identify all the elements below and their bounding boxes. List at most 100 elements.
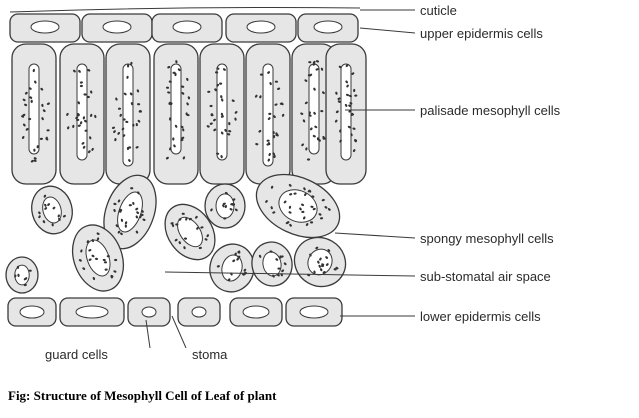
chloroplast: [82, 267, 86, 270]
chloroplast: [187, 96, 191, 100]
chloroplast: [334, 119, 338, 123]
upper-epidermis-cell: [151, 13, 223, 43]
chloroplast: [79, 84, 83, 88]
chloroplast: [132, 201, 135, 206]
chloroplast: [319, 217, 324, 220]
chloroplast: [92, 276, 96, 281]
chloroplast: [91, 147, 94, 151]
chloroplast: [135, 123, 138, 127]
chloroplast: [274, 80, 278, 83]
spongy-mesophyll-layer: [5, 173, 347, 294]
chloroplast: [122, 134, 126, 138]
chloroplast: [224, 191, 228, 195]
chloroplast: [40, 87, 44, 91]
chloroplast: [38, 215, 41, 219]
chloroplast: [183, 246, 186, 250]
chloroplast: [344, 103, 348, 107]
chloroplast: [196, 226, 199, 230]
spongy-cell: [103, 174, 157, 250]
chloroplast: [45, 137, 49, 141]
chloroplast: [216, 152, 220, 155]
chloroplast: [142, 218, 146, 221]
chloroplast: [41, 103, 44, 107]
chloroplast: [273, 115, 276, 119]
chloroplast: [318, 213, 322, 216]
chloroplast: [185, 217, 188, 221]
chloroplast: [44, 207, 48, 210]
chloroplast: [135, 215, 139, 219]
chloroplast: [351, 72, 355, 75]
chloroplast: [348, 110, 352, 113]
chloroplast: [44, 203, 47, 207]
chloroplast: [268, 152, 271, 157]
upper-epidermis-cell: [81, 13, 153, 43]
chloroplast: [90, 113, 93, 117]
chloroplast: [229, 208, 233, 211]
chloroplast: [77, 101, 80, 105]
chloroplast: [125, 120, 129, 124]
chloroplast: [24, 91, 28, 95]
chloroplast: [272, 131, 275, 135]
chloroplast: [219, 82, 223, 85]
chloroplast: [299, 207, 302, 211]
chloroplast: [96, 232, 100, 235]
spongy-cell: [251, 241, 293, 287]
chloroplast: [234, 111, 238, 114]
chloroplast: [113, 202, 117, 206]
cuticle: [9, 7, 361, 13]
spongy-cell: [71, 224, 125, 292]
chloroplast: [337, 100, 341, 103]
chloroplast: [315, 68, 319, 71]
chloroplast: [137, 191, 140, 195]
chloroplast: [52, 206, 56, 210]
chloroplast: [33, 157, 37, 160]
chloroplast: [129, 92, 133, 96]
chloroplast: [255, 143, 259, 146]
chloroplast: [106, 255, 110, 258]
chloroplast: [221, 98, 224, 102]
chloroplast: [23, 277, 27, 281]
chloroplast: [195, 215, 198, 219]
label-cuticle: cuticle: [420, 3, 457, 18]
chloroplast: [232, 198, 236, 201]
chloroplast: [283, 262, 287, 266]
chloroplast: [39, 137, 43, 141]
chloroplast: [136, 89, 140, 93]
chloroplast: [345, 93, 350, 97]
chloroplast: [182, 128, 185, 132]
chloroplast: [58, 217, 61, 221]
chloroplast: [174, 238, 178, 242]
chloroplast: [72, 69, 76, 73]
chloroplast: [181, 85, 185, 88]
chloroplast: [215, 71, 219, 74]
chloroplast: [33, 159, 37, 162]
chloroplast: [346, 84, 349, 88]
chloroplast: [310, 205, 314, 208]
chloroplast: [113, 270, 117, 273]
chloroplast: [354, 94, 358, 97]
chloroplast: [117, 230, 121, 234]
chloroplast: [206, 234, 209, 238]
chloroplast: [303, 187, 306, 191]
chloroplast: [301, 143, 304, 147]
chloroplast: [78, 70, 81, 73]
chloroplast: [84, 119, 87, 123]
chloroplast: [327, 249, 331, 252]
chloroplast: [335, 91, 338, 95]
chloroplast: [181, 92, 185, 95]
chloroplast: [137, 119, 141, 123]
chloroplast: [320, 109, 324, 113]
chloroplast: [23, 283, 27, 287]
chloroplast: [36, 145, 39, 149]
chloroplast: [167, 66, 171, 69]
chloroplast: [267, 117, 271, 120]
chloroplast: [321, 198, 325, 202]
chloroplast: [268, 112, 272, 116]
chloroplast: [119, 113, 122, 117]
chloroplast: [265, 200, 268, 203]
chloroplast: [119, 208, 123, 212]
chloroplast: [120, 218, 124, 222]
chloroplast: [270, 206, 273, 210]
chloroplast: [200, 226, 204, 229]
